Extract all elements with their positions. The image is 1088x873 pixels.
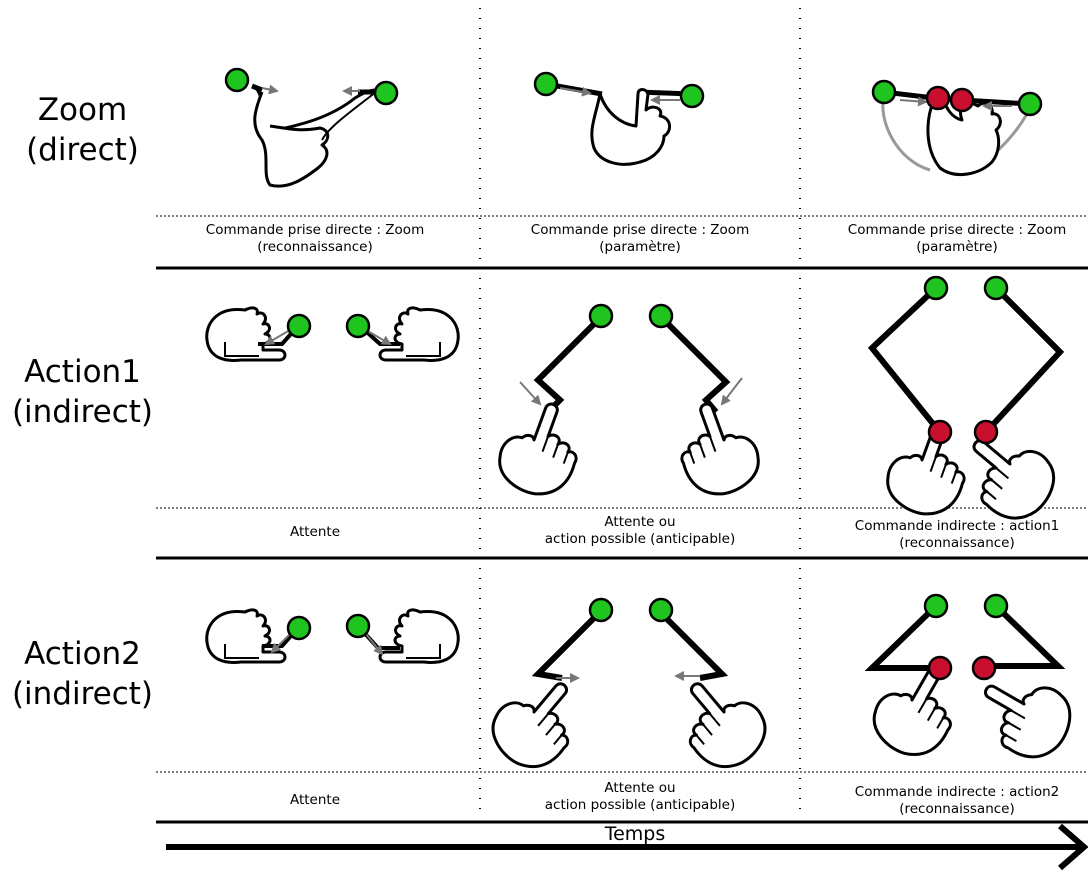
- caption-action1-2: Attente ou action possible (anticipable): [544, 514, 736, 547]
- action2-anticipation-gesture: [478, 597, 780, 783]
- touch-point-icon: [679, 83, 705, 109]
- time-axis-label: Temps: [604, 823, 666, 845]
- touch-point-icon: [345, 613, 371, 639]
- active-touch-icon: [949, 87, 975, 113]
- row-title: Zoom: [37, 92, 128, 128]
- time-axis-arrowhead: [1058, 823, 1088, 871]
- touch-point-icon: [533, 71, 559, 97]
- zoom-parameter-gesture: [533, 71, 705, 166]
- action2-command-gesture: [861, 593, 1084, 772]
- touch-point-icon: [923, 593, 949, 619]
- action2-wait-gesture: [205, 608, 460, 664]
- row-mode: (indirect): [11, 676, 154, 712]
- touch-point-icon: [983, 593, 1009, 619]
- row-label-zoom: Zoom (direct): [0, 90, 165, 170]
- row-mode: (indirect): [11, 394, 154, 430]
- active-touch-icon: [973, 419, 999, 445]
- touch-point-icon: [983, 275, 1009, 301]
- active-touch-icon: [927, 419, 953, 445]
- row-title: Action1: [24, 354, 141, 390]
- active-touch-icon: [927, 655, 953, 681]
- action1-command-gesture: [867, 275, 1069, 534]
- touch-point-icon: [588, 597, 614, 623]
- zoom-parameter-gesture-2: [871, 79, 1043, 177]
- row-label-action2: Action2 (indirect): [0, 634, 165, 714]
- touch-point-icon: [648, 303, 674, 329]
- row-mode: (direct): [26, 132, 139, 168]
- touch-point-icon: [648, 597, 674, 623]
- touch-point-icon: [923, 275, 949, 301]
- caption-action1-3: Commande indirecte : action1 (reconnaiss…: [854, 518, 1060, 551]
- caption-action1-1: Attente: [289, 524, 341, 540]
- touch-point-icon: [345, 313, 371, 339]
- row-title: Action2: [24, 636, 141, 672]
- zoom-recognition-gesture: [224, 67, 399, 188]
- caption-zoom-2: Commande prise directe : Zoom (paramètre…: [530, 222, 750, 255]
- action1-wait-gesture: [205, 306, 460, 362]
- touch-point-icon: [373, 80, 399, 106]
- active-touch-icon: [925, 85, 951, 111]
- touch-point-icon: [871, 79, 897, 105]
- touch-point-icon: [224, 67, 250, 93]
- caption-action2-3: Commande indirecte : action2 (reconnaiss…: [854, 784, 1060, 817]
- touch-point-icon: [1017, 91, 1043, 117]
- caption-action2-2: Attente ou action possible (anticipable): [544, 780, 736, 813]
- touch-point-icon: [286, 313, 312, 339]
- caption-action2-1: Attente: [289, 792, 341, 808]
- caption-zoom-3: Commande prise directe : Zoom (paramètre…: [847, 222, 1067, 255]
- touch-point-icon: [588, 303, 614, 329]
- action1-anticipation-gesture: [489, 303, 769, 506]
- caption-zoom-1: Commande prise directe : Zoom (reconnais…: [205, 222, 425, 255]
- touch-point-icon: [286, 615, 312, 641]
- row-label-action1: Action1 (indirect): [0, 352, 165, 432]
- active-touch-icon: [971, 655, 997, 681]
